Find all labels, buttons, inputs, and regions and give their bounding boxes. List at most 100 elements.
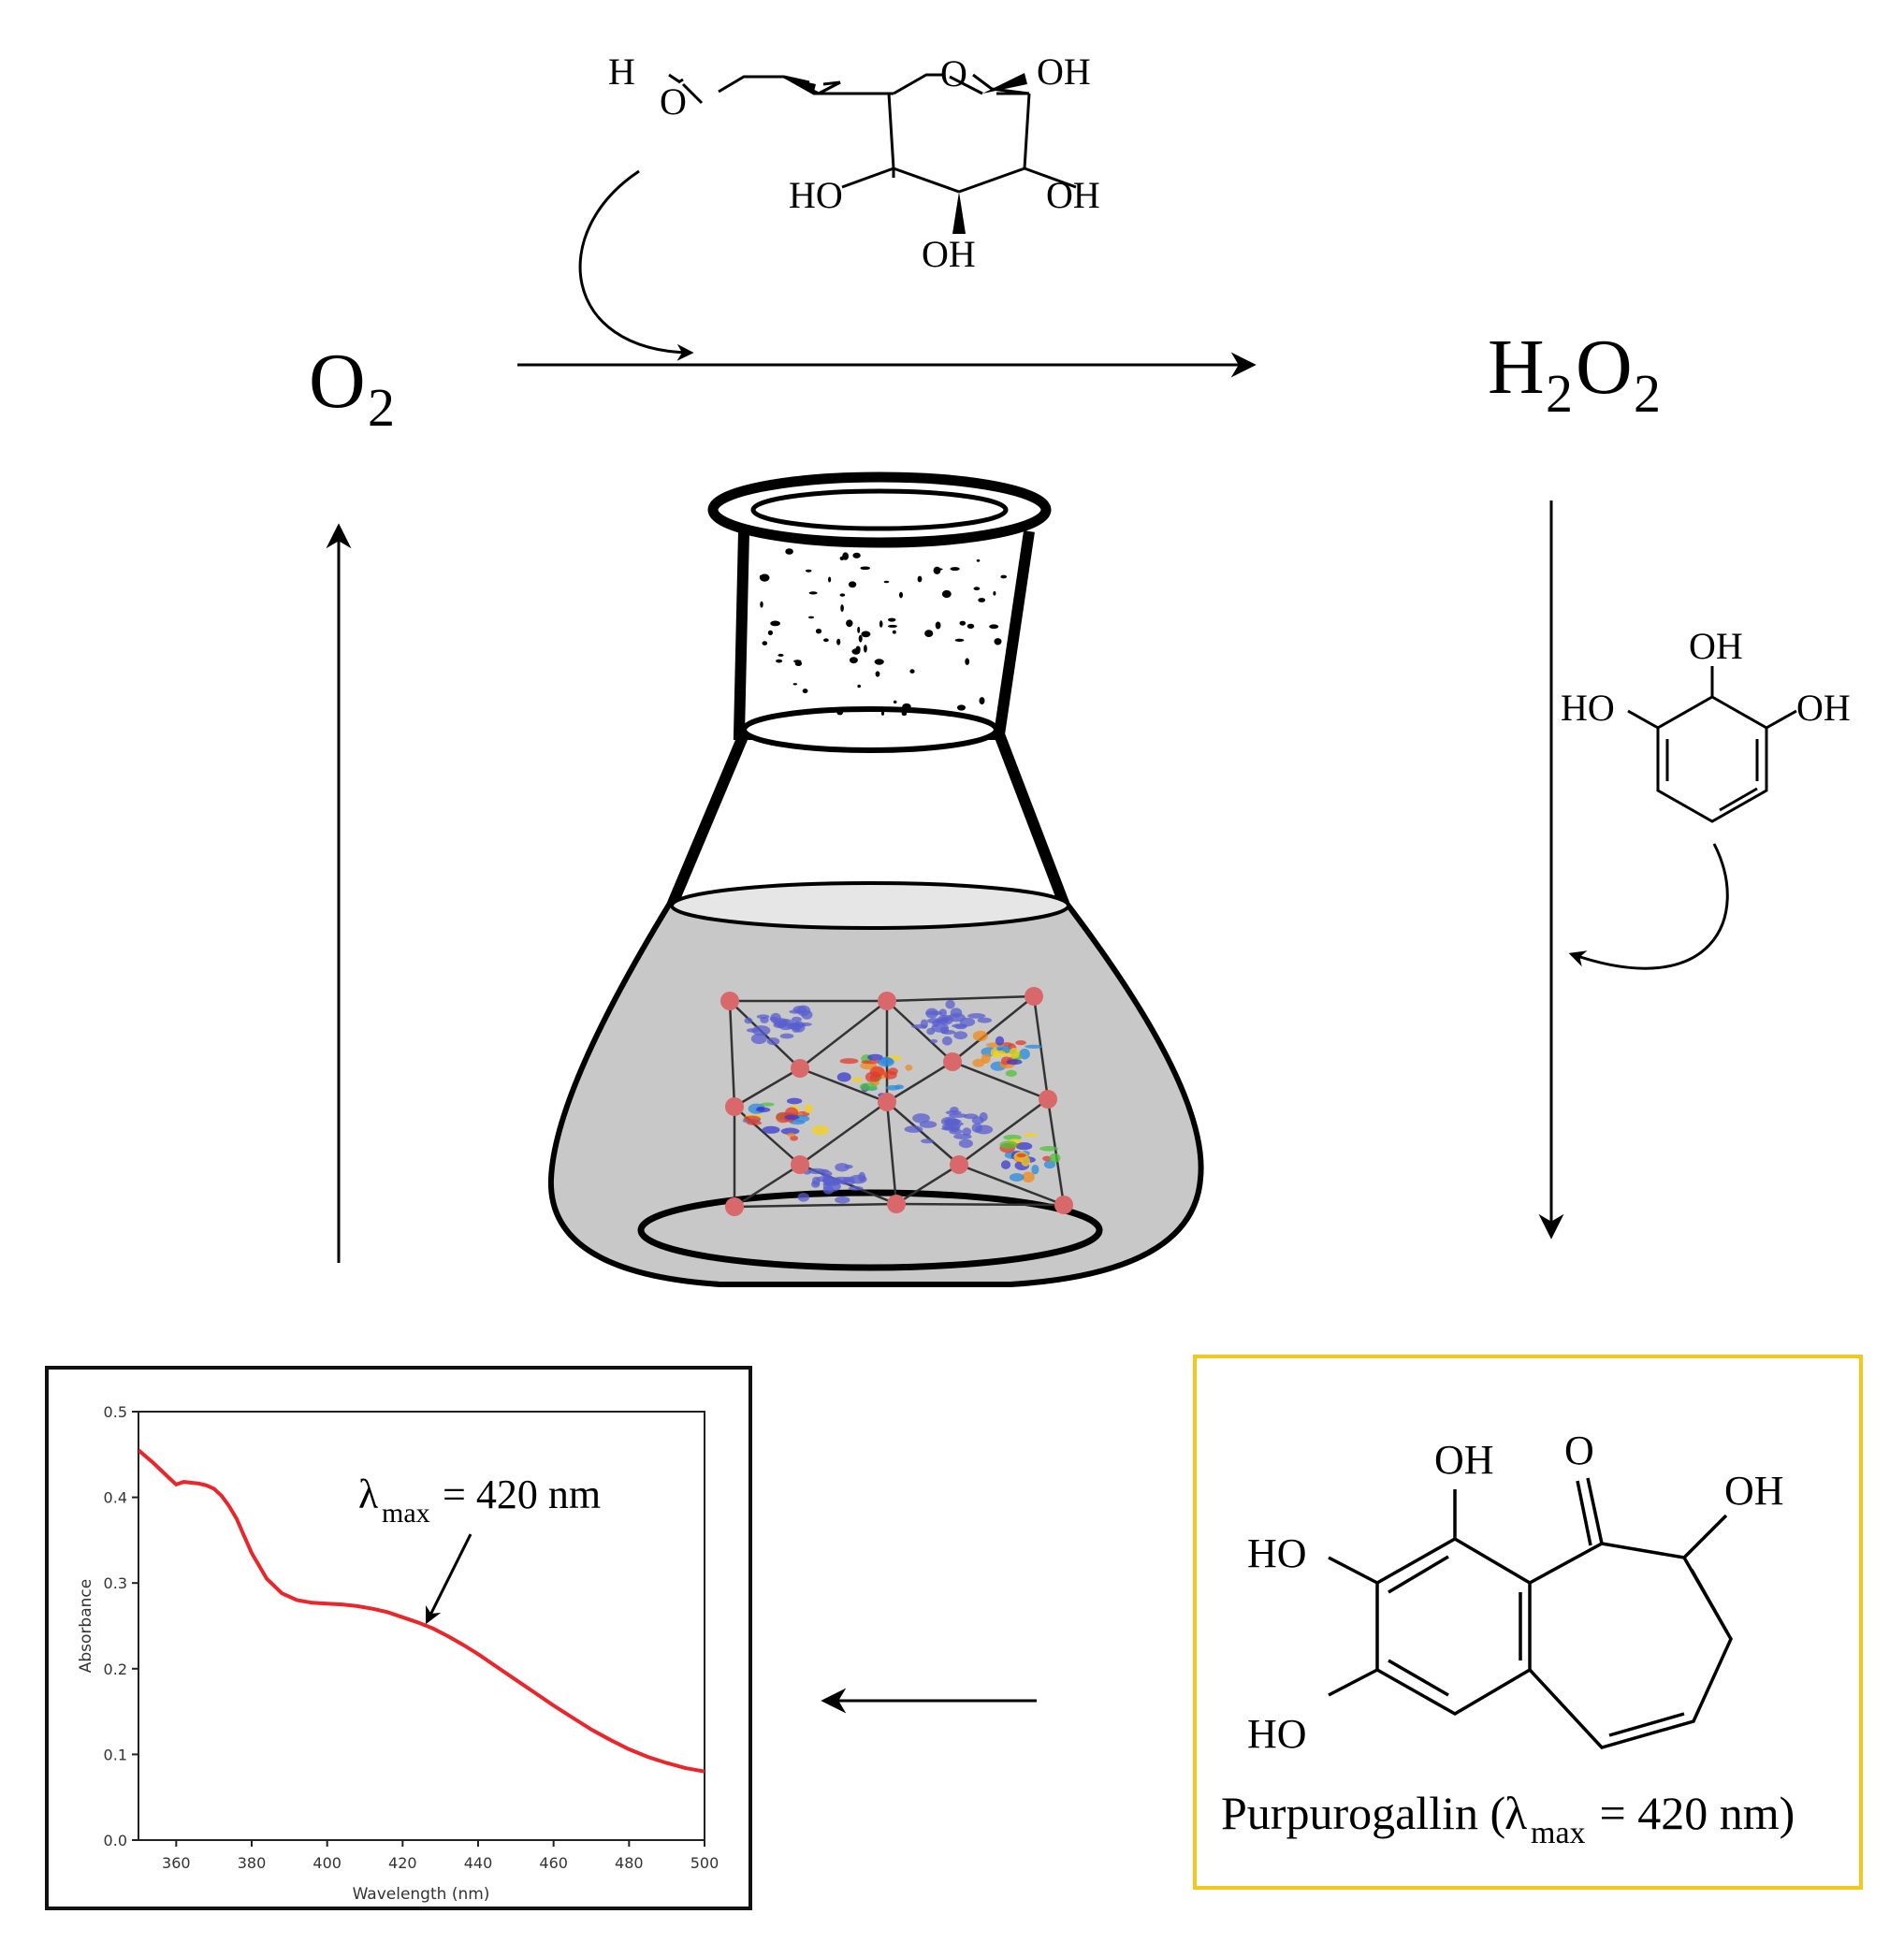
pyrogallol-ho-left-label: HO <box>1561 687 1615 729</box>
plug-dot <box>917 575 923 583</box>
plug-dot <box>950 567 960 572</box>
pyrogallol-oh-top-label: OH <box>1689 625 1743 667</box>
enzyme-blob <box>904 1125 923 1133</box>
enzyme-blob <box>977 1017 993 1023</box>
mof-linker <box>895 1202 1065 1207</box>
plug-dot <box>880 711 885 716</box>
plug-dot <box>941 589 952 599</box>
enzyme-blob <box>1023 1133 1039 1138</box>
mof-linker <box>952 995 1035 1063</box>
glucose-anomeric-oh-label: OH <box>1037 51 1091 93</box>
glucose-oh-bottom-label: OH <box>922 233 976 275</box>
x-axis-label: Wavelength (nm) <box>353 1885 490 1904</box>
plug-dot <box>858 634 863 643</box>
x-tick-label: 500 <box>690 1854 719 1872</box>
plug-dot <box>959 620 967 626</box>
enzyme-blob <box>790 1135 798 1141</box>
enzyme-blob <box>939 1026 950 1035</box>
plug-dot <box>851 648 861 655</box>
mof-metal-node <box>878 992 896 1010</box>
plug-dot <box>965 658 970 665</box>
mof-linker <box>886 1101 960 1166</box>
enzyme-blob <box>869 1073 880 1082</box>
mof-linker <box>958 1097 1049 1167</box>
mof-linker <box>895 1163 960 1206</box>
pyrogallol-structure <box>1627 666 1797 823</box>
enzyme-blob <box>905 1065 913 1071</box>
enzyme-blob <box>807 1167 826 1175</box>
glucose-oh-right-label: OH <box>1046 174 1100 216</box>
h2o2-subscript-1: 2 <box>1546 363 1573 424</box>
enzyme-blob <box>894 1084 905 1090</box>
plug-dot <box>979 697 985 705</box>
h2o2-o: O <box>1576 324 1633 411</box>
annotation-lambda: λ <box>358 1472 379 1517</box>
plug-dot <box>989 624 999 630</box>
plug-dot <box>879 620 883 628</box>
mof-linker <box>799 1000 888 1069</box>
plug-dot <box>802 689 808 694</box>
plug-dot <box>864 645 867 653</box>
plug-dot <box>993 591 996 596</box>
enzyme-blob <box>1019 1048 1030 1060</box>
enzyme-blob <box>861 1060 880 1065</box>
enzyme-blob <box>972 1030 988 1042</box>
glucose-ring <box>783 73 1030 95</box>
enzyme-blob <box>786 1097 803 1105</box>
o2-label: O 2 <box>309 338 395 438</box>
plug-dot <box>893 700 897 704</box>
enzyme-blob <box>940 1016 950 1022</box>
plug-dot <box>875 671 880 677</box>
plug-dot <box>852 552 861 558</box>
glucose-ho-left-label: HO <box>789 174 843 216</box>
mof-linker <box>734 1202 897 1209</box>
x-tick-label: 380 <box>238 1854 267 1872</box>
mof-linker <box>734 1163 801 1209</box>
purpurogallin-highlight-frame <box>1193 1355 1863 1890</box>
caption-lambda: λ <box>1504 1787 1527 1839</box>
enzyme-blob <box>971 1116 984 1124</box>
plug-dot <box>860 566 870 571</box>
plug-dot <box>857 684 861 689</box>
plug-dot <box>892 630 896 634</box>
mof-linker <box>728 1000 736 1108</box>
plug-dot <box>909 669 915 674</box>
enzyme-blob <box>780 1127 800 1135</box>
x-tick-label: 460 <box>539 1854 568 1872</box>
plug-dot <box>899 591 903 599</box>
plug-dot <box>933 566 941 574</box>
plug-dot <box>792 683 797 686</box>
plug-dot <box>823 638 829 643</box>
plug-dot <box>857 626 861 633</box>
enzyme-blob <box>1016 1153 1027 1158</box>
mof-linker <box>885 1101 898 1205</box>
mof-metal-node <box>943 1052 962 1071</box>
mof-metal-node <box>887 1195 906 1213</box>
purpurogallin-ketone-o-label: O <box>1564 1428 1594 1473</box>
glucose-curved-arrow <box>578 169 694 361</box>
enzyme-blob <box>779 1033 794 1039</box>
enzyme-blob <box>972 1058 985 1067</box>
mof-linker <box>886 994 1035 1003</box>
enzyme-blob <box>995 1036 1005 1046</box>
mof-linker <box>886 1060 953 1104</box>
enzyme-blob <box>744 1017 753 1024</box>
cotton-plug-dots <box>759 548 1007 717</box>
enzyme-blob <box>792 1025 801 1033</box>
enzyme-blob <box>760 1102 775 1107</box>
enzyme-blob <box>859 1082 878 1091</box>
enzyme-blob <box>858 1171 866 1182</box>
enzyme-blob <box>832 1176 850 1183</box>
caption-rest: = 420 nm) <box>1588 1787 1795 1839</box>
enzyme-blob <box>867 1053 883 1061</box>
enzyme-blob <box>844 1165 853 1169</box>
plug-dot <box>760 601 763 608</box>
y-tick-label: 0.2 <box>104 1660 127 1678</box>
mof-metal-node <box>720 992 739 1010</box>
plug-dot <box>828 576 832 583</box>
enzyme-blob <box>762 1125 780 1134</box>
neck-bottom-ring <box>741 706 999 753</box>
plug-dot <box>767 630 774 636</box>
enzyme-blob <box>938 1008 947 1017</box>
